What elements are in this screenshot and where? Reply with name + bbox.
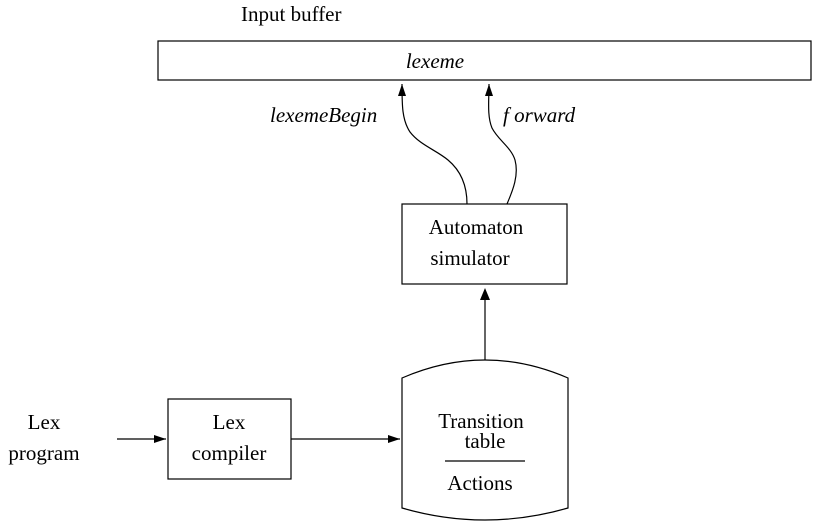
- input-buffer-title: Input buffer: [241, 2, 342, 26]
- forward-pointer-arrow: [484, 83, 517, 205]
- input-buffer-content: lexeme: [406, 49, 464, 73]
- automaton-label-line1: Automaton: [429, 215, 524, 239]
- table-label-line1: Transition: [438, 409, 524, 433]
- lexeme-begin-pointer-arrow: [398, 83, 468, 205]
- forward-label: f orward: [503, 103, 576, 127]
- input-buffer: [157, 40, 812, 81]
- arrowhead-up: [480, 288, 490, 300]
- lex-compiler-box: [167, 398, 292, 480]
- table-label-line2: table: [465, 429, 506, 453]
- automaton-simulator-box: [401, 203, 568, 285]
- program-label-line1: Lex: [28, 410, 61, 434]
- program-label-line2: program: [8, 441, 79, 465]
- compiler-label-line1: Lex: [213, 410, 246, 434]
- transition-table-cylinder: [401, 359, 569, 521]
- automaton-label-line2: simulator: [430, 246, 509, 270]
- table-label-line3: Actions: [447, 471, 512, 495]
- lexeme-begin-label: lexemeBegin: [270, 103, 377, 127]
- compiler-label-line2: compiler: [192, 441, 267, 465]
